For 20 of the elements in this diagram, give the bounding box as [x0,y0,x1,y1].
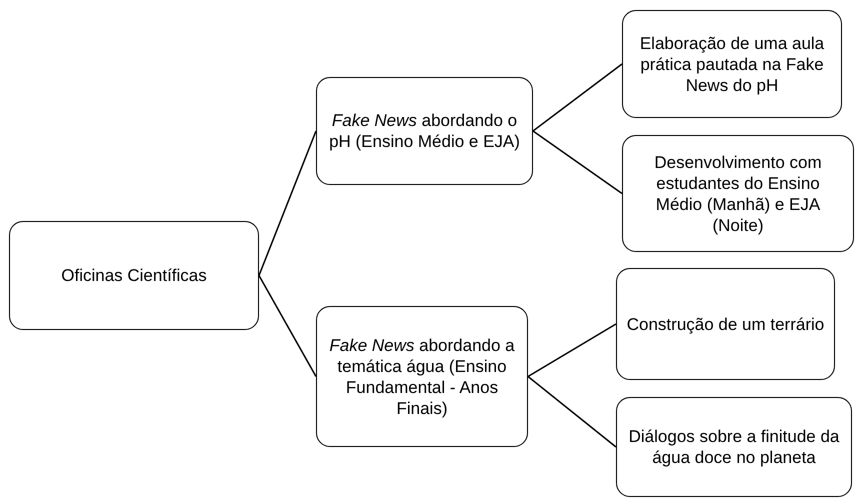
rounded-box [316,77,533,185]
box-text: Construção de um terrário [626,314,824,334]
box-text: Fake News abordando o pH (Ensino Médio e EJA) [328,110,521,152]
rounded-box [9,221,259,330]
box-text: Desenvolvimento com estudantes do Ensino Médio (Manhã) e EJA (Noite) [653,152,823,236]
connector-line [258,130,317,276]
connector-line [528,323,616,378]
box-text: Diálogos sobre a finitude da água doce no planeta [628,426,840,468]
connector-line [532,63,622,132]
connector-line [532,130,622,194]
box-text: Elaboração de uma aula prática pautada na Fake News do pH [638,32,826,96]
connector-line [528,376,616,448]
rounded-box [616,268,835,380]
connector-line [258,275,317,377]
rounded-box [616,397,852,497]
box-text: Oficinas Científicas [61,265,207,286]
box-text: Fake News abordando a temática água (Ensino Fundamental - Anos Finais) [328,334,516,418]
rounded-box [316,306,528,447]
rounded-box [622,135,854,252]
rounded-box [622,10,842,118]
